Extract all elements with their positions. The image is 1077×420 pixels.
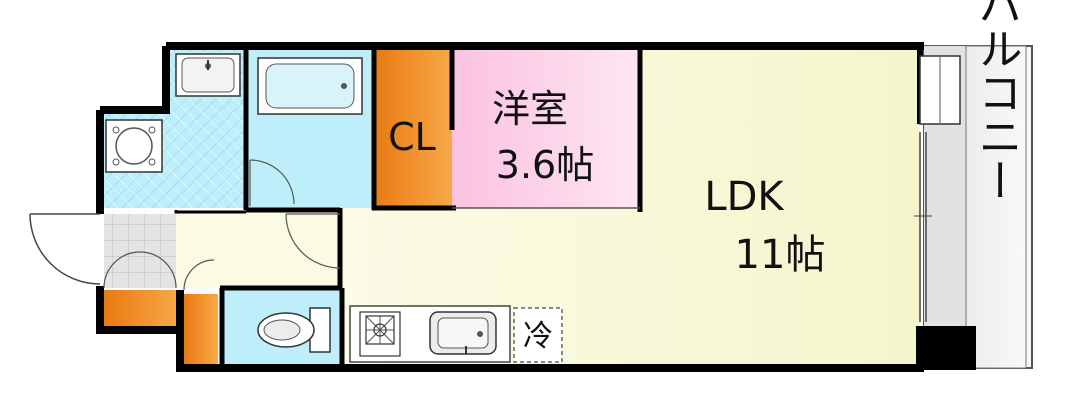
closet <box>374 50 452 208</box>
closet-label: CL <box>388 115 436 159</box>
stove <box>359 311 401 357</box>
ldk-size: 11帖 <box>735 232 826 278</box>
kitchen-sink <box>429 311 497 355</box>
side-storage <box>184 294 218 364</box>
bathtub <box>257 57 363 115</box>
western-room-size: 3.6帖 <box>496 143 594 187</box>
entrance-door <box>29 213 101 285</box>
shoe-storage-doors <box>103 251 177 289</box>
washing-machine <box>105 119 163 173</box>
washroom-door <box>249 159 295 206</box>
balcony-label: バルコニー <box>971 0 1022 202</box>
ldk-name: LDK <box>704 174 785 220</box>
western-room <box>452 50 640 208</box>
shoe-storage <box>104 290 180 330</box>
washbasin <box>175 53 241 97</box>
fridge-space <box>513 307 563 363</box>
fridge-label: 冷 <box>523 319 553 354</box>
hallway-floor <box>176 210 346 288</box>
western-room-name: 洋室 <box>492 87 568 131</box>
balcony-window <box>914 132 932 322</box>
entrance-floor <box>104 214 176 288</box>
side-storage-door <box>183 259 215 291</box>
wall-column <box>920 326 976 370</box>
ldk-door <box>285 213 341 269</box>
toilet <box>257 307 331 353</box>
